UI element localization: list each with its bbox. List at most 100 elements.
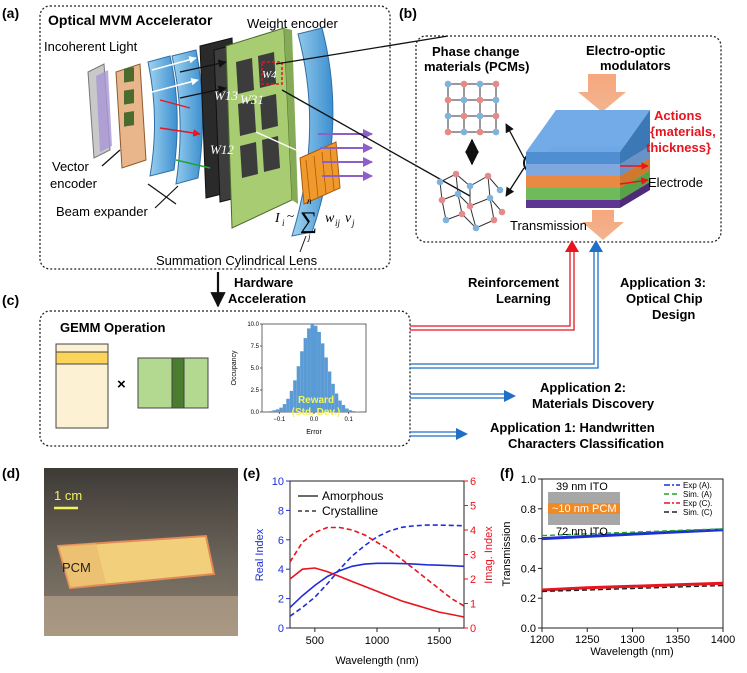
panel-a: (a) Optical MVM Accelerator Weight encod… bbox=[2, 5, 391, 270]
gemm-matrix-b-column bbox=[171, 357, 185, 409]
rl-line1: Reinforcement bbox=[468, 275, 560, 290]
histogram-bar bbox=[289, 390, 294, 412]
gemm-title: GEMM Operation bbox=[60, 320, 166, 335]
vector-encoder-pixel bbox=[124, 89, 134, 105]
pcm-layer-label: ~10 nm PCM bbox=[552, 503, 617, 515]
histogram-ylabel: Occupancy bbox=[231, 350, 238, 386]
app3-line3: Design bbox=[652, 307, 695, 322]
histogram-bar bbox=[310, 324, 314, 412]
photo-table-edge bbox=[44, 596, 238, 636]
summation-lens-pointer bbox=[299, 235, 307, 253]
panel-f-letter: (f) bbox=[500, 465, 514, 481]
beam-expander-label: Beam expander bbox=[56, 204, 148, 219]
vector-encoder-label-line2: encoder bbox=[50, 176, 98, 191]
output-arrows bbox=[318, 129, 373, 181]
histogram-bar bbox=[293, 380, 297, 412]
panel-f-legend-label: Exp (C). bbox=[683, 499, 712, 508]
rl-arrow bbox=[410, 240, 579, 331]
app1-line1: Application 1: Handwritten bbox=[490, 420, 655, 435]
eom-line1: Electro-optic bbox=[586, 43, 665, 58]
panel-a-title: Optical MVM Accelerator bbox=[48, 12, 213, 28]
panel-e-legend: Amorphous Crystalline bbox=[298, 489, 383, 518]
app3-line2: Optical Chip bbox=[626, 291, 703, 306]
panel-b-letter: (b) bbox=[399, 5, 417, 21]
beam-expander-lens-1 bbox=[147, 55, 178, 177]
rl-line2: Learning bbox=[496, 291, 551, 306]
vector-encoder-pointer bbox=[101, 149, 121, 167]
vector-encoder-pixel bbox=[124, 111, 134, 127]
reward-line1: Reward bbox=[298, 395, 334, 406]
transmission-arrow bbox=[582, 210, 624, 240]
histogram-bar bbox=[300, 351, 304, 412]
app1-arrow bbox=[410, 428, 468, 440]
svg-text:i: i bbox=[282, 218, 285, 228]
histogram-bar bbox=[272, 410, 276, 412]
panel-f-xtick-label: 1200 bbox=[530, 634, 554, 646]
incoherent-light-label: Incoherent Light bbox=[44, 39, 138, 54]
histogram-xlabel: Error bbox=[306, 429, 322, 436]
panel-c: (c) Hardware Acceleration Reinforcement … bbox=[2, 240, 706, 451]
panel-f-xtick-label: 1350 bbox=[666, 634, 690, 646]
pcm-sample-shade bbox=[58, 543, 106, 588]
histogram-bar bbox=[317, 331, 321, 412]
hardware-line1: Hardware bbox=[234, 275, 293, 290]
panel-e-ytick-right-label: 3 bbox=[470, 550, 476, 562]
histogram-bar bbox=[282, 404, 287, 412]
series-line-exp-a- bbox=[541, 528, 724, 541]
panel-e-ytick-right-label: 2 bbox=[470, 574, 476, 586]
histogram-xtick-label: 0.1 bbox=[344, 417, 353, 423]
app1-line2: Characters Classification bbox=[508, 436, 664, 451]
ito-top-label: 39 nm ITO bbox=[556, 481, 608, 493]
actions-arrow-2 bbox=[619, 177, 649, 185]
pcm-pointer-down bbox=[505, 167, 525, 197]
pcm-pointer-up bbox=[505, 123, 525, 159]
panel-e-xtick-label: 1000 bbox=[365, 635, 389, 647]
pcm-title-line2: materials (PCMs) bbox=[424, 59, 529, 74]
histogram-bar bbox=[324, 357, 328, 412]
crystalline-atoms bbox=[444, 80, 500, 136]
histogram-ytick-label: 0.0 bbox=[251, 410, 260, 416]
weight-encoder-label: Weight encoder bbox=[247, 16, 338, 31]
panel-f-xtick-label: 1300 bbox=[620, 634, 644, 646]
histogram-bar bbox=[307, 328, 311, 412]
panel-f-ytick-label: 1.0 bbox=[521, 474, 536, 486]
series-line-sim-a- bbox=[541, 528, 724, 537]
panel-a-letter: (a) bbox=[2, 5, 19, 21]
gemm-times: × bbox=[117, 376, 126, 393]
panel-e-ytick-left-label: 2 bbox=[278, 594, 284, 606]
histogram-bar bbox=[341, 404, 346, 412]
multilayer-stack bbox=[526, 110, 650, 208]
panel-b-frame bbox=[415, 35, 722, 243]
panel-f-ytick-label: 0.6 bbox=[521, 534, 536, 546]
panel-e-ytick-left-label: 8 bbox=[278, 505, 284, 517]
amorphous-atoms bbox=[436, 170, 506, 232]
panel-f-ylabel: Transmission bbox=[501, 522, 513, 587]
series-line-crystalline-right bbox=[289, 526, 465, 607]
panel-e-xtick-label: 1500 bbox=[427, 635, 451, 647]
scale-label: 1 cm bbox=[54, 488, 82, 503]
panel-f-legend-label: Sim. (C) bbox=[683, 508, 713, 517]
histogram-ytick-label: 7.5 bbox=[251, 344, 260, 350]
histogram-bar bbox=[268, 411, 273, 412]
panel-e-xlabel: Wavelength (nm) bbox=[335, 655, 418, 667]
series-line-exp-c- bbox=[541, 581, 724, 592]
svg-text:n: n bbox=[307, 196, 312, 206]
w4-label: W4 bbox=[262, 69, 277, 81]
svg-text:v: v bbox=[345, 211, 352, 226]
light-source-glow bbox=[96, 70, 112, 152]
pcm-title-line1: Phase change bbox=[432, 44, 519, 59]
w12-label: W12 bbox=[210, 142, 234, 157]
histogram-bar bbox=[296, 366, 301, 412]
panel-f-ytick-label: 0.0 bbox=[521, 623, 536, 635]
histogram-bar bbox=[275, 409, 280, 412]
panel-c-letter: (c) bbox=[2, 292, 19, 308]
weight-encoder-edge bbox=[284, 28, 298, 204]
vector-encoder-label-line1: Vector bbox=[52, 159, 90, 174]
w11-label: W11 bbox=[206, 200, 229, 215]
panel-e-ytick-left-label: 0 bbox=[278, 623, 284, 635]
weight-cells bbox=[236, 52, 280, 178]
histogram-bar bbox=[279, 407, 283, 412]
histogram-bar bbox=[348, 410, 353, 412]
